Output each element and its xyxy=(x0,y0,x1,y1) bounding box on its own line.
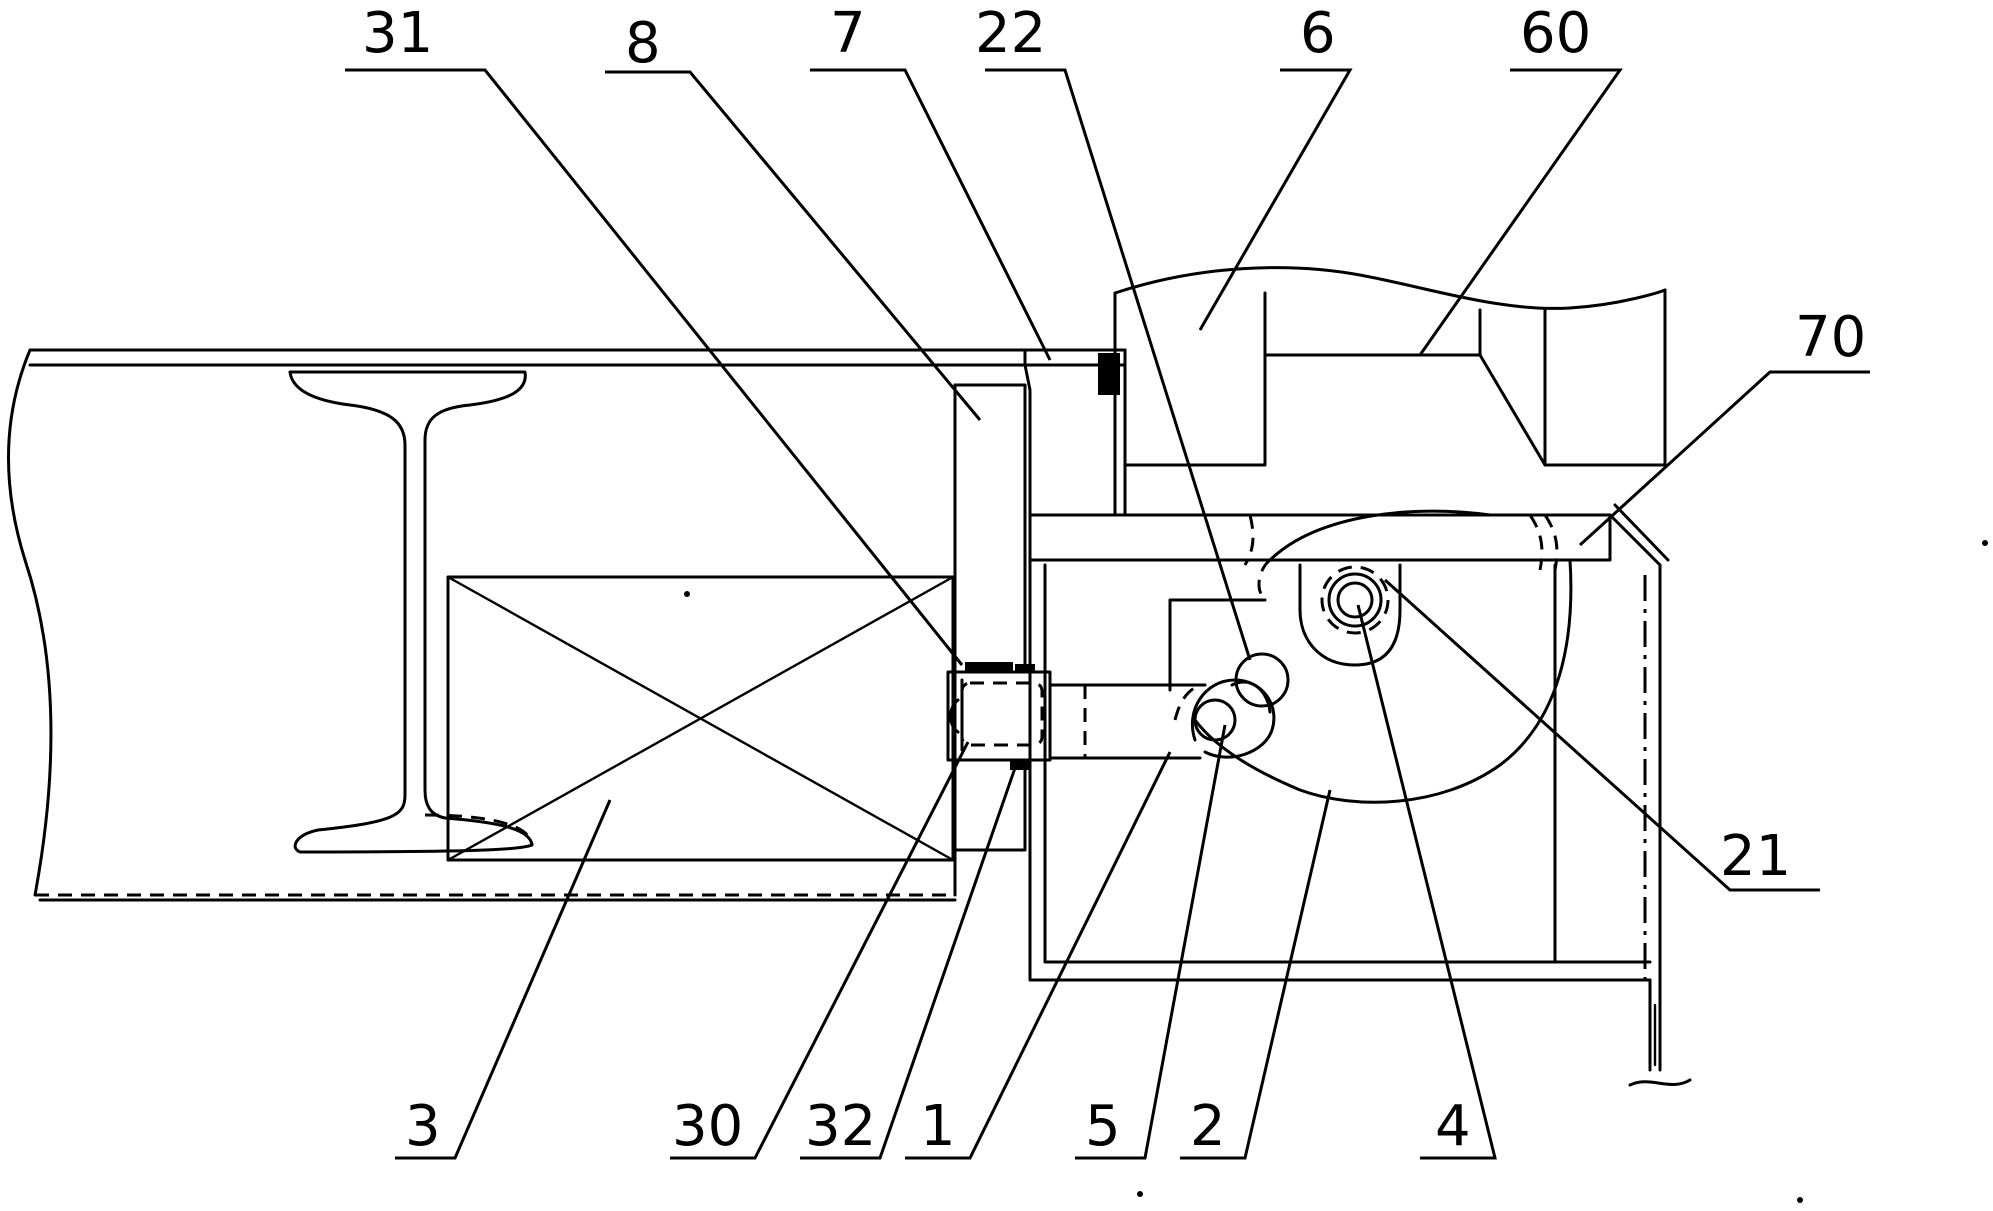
callout-60: 60 xyxy=(1418,1,1623,356)
callout-2: 2 xyxy=(1180,789,1332,1160)
rod-1 xyxy=(1048,683,1207,760)
dot-mark xyxy=(1982,540,1988,546)
label-2: 2 xyxy=(1190,1094,1226,1159)
lower-frame xyxy=(1028,558,1692,1087)
block-7 xyxy=(1023,348,1127,517)
label-60: 60 xyxy=(1520,1,1591,66)
connector-30 xyxy=(946,662,1052,770)
component-6 xyxy=(1113,266,1667,517)
label-5: 5 xyxy=(1085,1094,1121,1159)
callout-8: 8 xyxy=(605,11,982,421)
label-8: 8 xyxy=(625,11,661,76)
callout-22: 22 xyxy=(975,1,1252,661)
callout-1: 1 xyxy=(905,751,1172,1160)
pin-5 xyxy=(1190,678,1276,759)
pin-4 xyxy=(1298,563,1402,667)
dot-mark xyxy=(684,591,690,597)
callout-30: 30 xyxy=(670,741,970,1160)
cam-disc-2 xyxy=(1173,509,1573,804)
label-3: 3 xyxy=(405,1094,441,1159)
left-beam xyxy=(7,348,1127,902)
label-30: 30 xyxy=(672,1094,743,1159)
label-21: 21 xyxy=(1720,824,1791,889)
callout-70: 70 xyxy=(1578,305,1870,547)
cam-housing xyxy=(1168,598,1267,692)
label-22: 22 xyxy=(975,1,1046,66)
callout-7: 7 xyxy=(810,1,1052,361)
label-31: 31 xyxy=(362,1,433,66)
i-beam-section xyxy=(288,370,534,854)
beam-70 xyxy=(1028,503,1670,567)
dot-mark xyxy=(1137,1191,1143,1197)
label-70: 70 xyxy=(1795,305,1866,370)
component-3-box xyxy=(446,575,955,862)
plate-8 xyxy=(953,383,1027,852)
callout-5: 5 xyxy=(1075,724,1227,1160)
callout-3: 3 xyxy=(395,799,612,1160)
label-6: 6 xyxy=(1300,1,1336,66)
callout-32: 32 xyxy=(800,767,1017,1160)
label-7: 7 xyxy=(830,1,866,66)
callout-4: 4 xyxy=(1356,604,1497,1160)
label-1: 1 xyxy=(920,1094,956,1159)
callout-31: 31 xyxy=(345,1,964,666)
callout-21: 21 xyxy=(1383,578,1820,892)
stop-block xyxy=(1098,353,1120,395)
label-4: 4 xyxy=(1435,1094,1471,1159)
label-32: 32 xyxy=(805,1094,876,1159)
callout-6: 6 xyxy=(1198,1,1353,331)
dot-mark xyxy=(1797,1197,1803,1203)
